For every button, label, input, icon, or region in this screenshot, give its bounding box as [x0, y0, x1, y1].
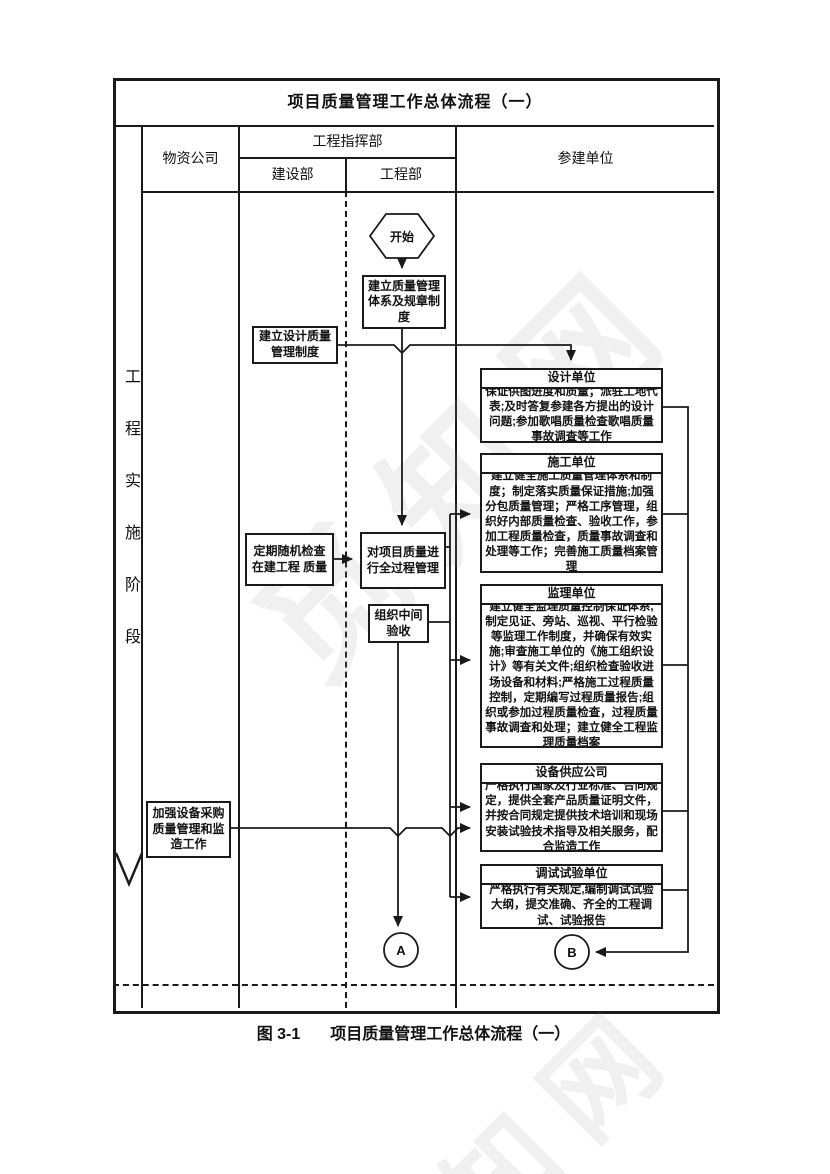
table-outer-border [113, 78, 720, 1014]
commissioning-test-unit-body: 严格执行有关规定,编制调试试验大纲，提交准确、齐全的工程调试、试验报告 [489, 885, 654, 927]
equipment-procurement-box: 加强设备采购质量管理和监造工作 [146, 801, 231, 858]
connector-b-circle [554, 934, 590, 970]
construction-unit-body: 建立健全施工质量管理体系和制度；制定落实质量保证措施;加强分包质量管理；严格工序… [485, 474, 658, 571]
start-label: 开始 [389, 229, 414, 244]
connector-a-label: A [396, 942, 406, 958]
grid-line [141, 125, 143, 1008]
design-quality-rules-box: 建立设计质量管理制度 [252, 326, 338, 364]
equipment-supplier-box: 设备供应公司 严格执行国家及行业标准、合同规定，提供全套产品质量证明文件，并按合… [480, 763, 663, 852]
header-command-department: 工程指挥部 [312, 133, 383, 150]
phase-separator-dashed [113, 984, 714, 986]
grid-line [113, 125, 714, 127]
header-construction-department: 建设部 [271, 166, 314, 183]
establish-quality-system-box: 建立质量管理体系及规章制度 [362, 275, 446, 329]
commissioning-test-unit-title: 调试试验单位 [482, 866, 661, 885]
construction-unit-title: 施工单位 [482, 455, 661, 474]
grid-line-dashed [345, 191, 347, 1008]
figure-caption: 图 3-1 项目质量管理工作总体流程（一） [113, 1020, 714, 1044]
start-hexagon [368, 213, 436, 259]
grid-line [455, 125, 457, 1008]
figure-caption-label: 图 3-1 [256, 1026, 301, 1043]
figure-caption-text: 项目质量管理工作总体流程（一） [330, 1026, 571, 1043]
grid-line [141, 191, 714, 193]
connector-a-circle [383, 932, 419, 968]
table-title: 项目质量管理工作总体流程（一） [287, 94, 543, 111]
design-unit-title: 设计单位 [482, 370, 661, 389]
design-unit-body: 保证供图进度和质量；派驻工地代表;及时答复参建各方提出的设计问题;参加歌唱质量检… [485, 389, 658, 441]
grid-line [238, 125, 240, 1008]
grid-line [345, 157, 347, 191]
periodic-random-inspection-box: 定期随机检查在建工程 质量 [245, 533, 334, 586]
stage-chevron [114, 852, 144, 888]
construction-unit-box: 施工单位 建立健全施工质量管理体系和制度；制定落实质量保证措施;加强分包质量管理… [480, 453, 663, 573]
connector-b-label: B [567, 944, 577, 960]
supervision-unit-box: 监理单位 建立健全监理质量控制保证体系,制定见证、旁站、巡视、平行检验等监理工作… [480, 584, 663, 748]
header-material-company: 物资公司 [162, 150, 219, 167]
header-participating-units: 参建单位 [557, 150, 614, 167]
commissioning-test-unit-box: 调试试验单位 严格执行有关规定,编制调试试验大纲，提交准确、齐全的工程调试、试验… [480, 864, 663, 929]
equipment-supplier-body: 严格执行国家及行业标准、合同规定，提供全套产品质量证明文件，并按合同规定提供技术… [485, 784, 658, 850]
supervision-unit-title: 监理单位 [482, 586, 661, 605]
header-engineering-department: 工程部 [380, 166, 422, 183]
equipment-supplier-title: 设备供应公司 [482, 765, 661, 784]
supervision-unit-body: 建立健全监理质量控制保证体系,制定见证、旁站、巡视、平行检验等监理工作制度，并确… [485, 605, 658, 746]
interim-acceptance-box: 组织中间验收 [368, 604, 429, 643]
design-unit-box: 设计单位 保证供图进度和质量；派驻工地代表;及时答复参建各方提出的设计问题;参加… [480, 368, 663, 443]
stage-label: 工程实施阶段 [122, 368, 139, 680]
whole-process-management-box: 对项目质量进行全过程管理 [360, 532, 446, 589]
